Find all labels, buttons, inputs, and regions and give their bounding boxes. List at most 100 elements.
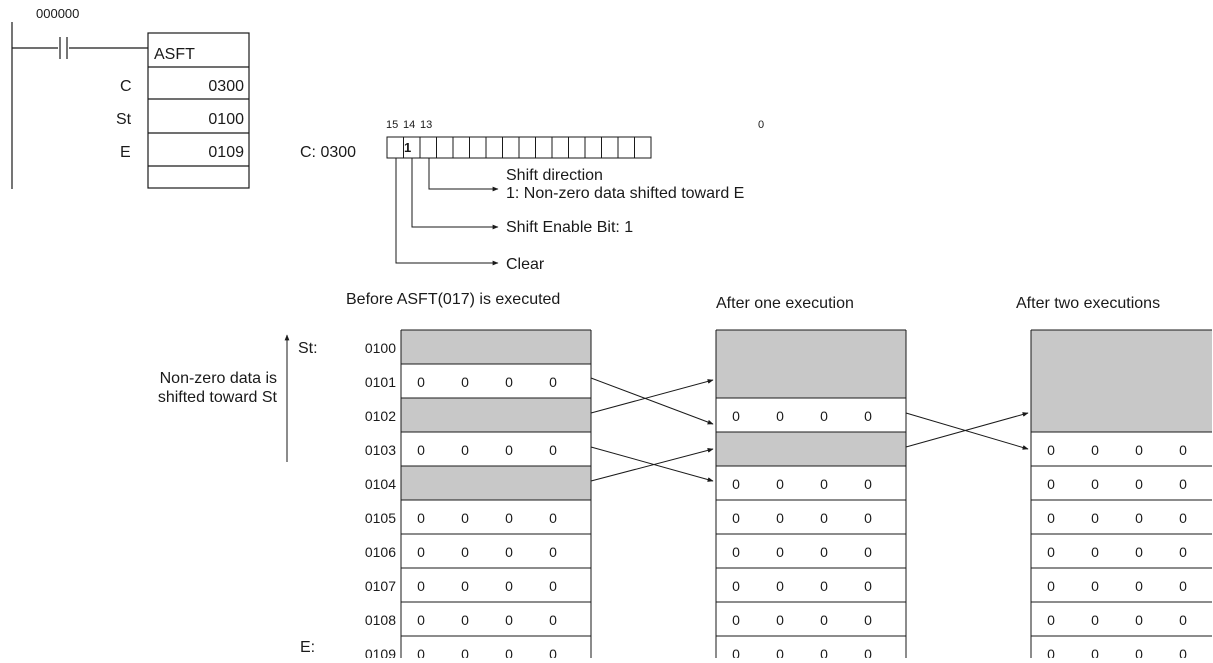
address-label: 0100 bbox=[365, 340, 396, 356]
shaded-row bbox=[716, 432, 906, 466]
shaded-row bbox=[1031, 398, 1212, 432]
cell-value: 0 bbox=[549, 578, 557, 594]
cell-value: 0 bbox=[776, 612, 784, 628]
cell-value: 0 bbox=[505, 374, 513, 390]
address-label: 0105 bbox=[365, 510, 396, 526]
bit-number-15: 15 bbox=[386, 119, 398, 131]
cell-value: 0 bbox=[820, 544, 828, 560]
address-label: 0104 bbox=[365, 476, 396, 492]
cell-value: 0 bbox=[417, 442, 425, 458]
table-title-before: Before ASFT(017) is executed bbox=[346, 291, 560, 308]
contact-address: 000000 bbox=[36, 6, 79, 21]
address-label: 0109 bbox=[365, 646, 396, 658]
table-title-after-one: After one execution bbox=[716, 295, 854, 312]
cell-value: 0 bbox=[1091, 612, 1099, 628]
cell-value: 0 bbox=[1179, 578, 1187, 594]
callout-shift-direction: Shift direction bbox=[506, 167, 603, 184]
shaded-row bbox=[401, 398, 591, 432]
cell-value: 0 bbox=[505, 510, 513, 526]
bit14-value: 1 bbox=[404, 140, 411, 155]
cell-value: 0 bbox=[1135, 544, 1143, 560]
bit-cell-2 bbox=[601, 136, 619, 159]
cell-value: 0 bbox=[1047, 476, 1055, 492]
cell-value: 0 bbox=[1179, 442, 1187, 458]
cell-value: 0 bbox=[776, 578, 784, 594]
cell-value: 0 bbox=[549, 544, 557, 560]
cell-value: 0 bbox=[461, 578, 469, 594]
bit-cell-7 bbox=[518, 136, 536, 159]
callout-clear: Clear bbox=[506, 256, 545, 273]
cell-value: 0 bbox=[549, 646, 557, 658]
bit-cell-12 bbox=[436, 136, 454, 159]
bit-cell-8 bbox=[502, 136, 520, 159]
operand-e-label: E bbox=[120, 144, 131, 161]
shaded-row bbox=[401, 330, 591, 364]
cell-value: 0 bbox=[732, 408, 740, 424]
address-label: 0107 bbox=[365, 578, 396, 594]
bit-cell-4 bbox=[568, 136, 586, 159]
ladder-diagram: 000000 ASFT 0300 0100 0109 C St E bbox=[11, 6, 250, 189]
cell-value: 0 bbox=[1047, 510, 1055, 526]
cell-value: 0 bbox=[1135, 646, 1143, 658]
cell-value: 0 bbox=[864, 408, 872, 424]
bit-cell-15 bbox=[386, 136, 404, 159]
cell-value: 0 bbox=[732, 544, 740, 560]
cell-value: 0 bbox=[1091, 510, 1099, 526]
address-label: 0102 bbox=[365, 408, 396, 424]
bit-number-14: 14 bbox=[403, 119, 415, 131]
cell-value: 0 bbox=[864, 510, 872, 526]
cell-value: 0 bbox=[1047, 578, 1055, 594]
bit-cell-1 bbox=[617, 136, 635, 159]
cell-value: 0 bbox=[505, 442, 513, 458]
cell-value: 0 bbox=[1091, 646, 1099, 658]
cell-value: 0 bbox=[417, 612, 425, 628]
cell-value: 0 bbox=[820, 646, 828, 658]
cell-value: 0 bbox=[820, 578, 828, 594]
cell-value: 0 bbox=[732, 578, 740, 594]
cell-value: 0 bbox=[776, 544, 784, 560]
note-line-2: shifted toward St bbox=[158, 389, 278, 406]
bit-number-0: 0 bbox=[758, 119, 764, 131]
address-label: 0101 bbox=[365, 374, 396, 390]
cell-value: 0 bbox=[732, 510, 740, 526]
cell-value: 0 bbox=[1179, 544, 1187, 560]
asft-instruction-block: ASFT 0300 0100 0109 bbox=[147, 32, 250, 189]
address-label: 0106 bbox=[365, 544, 396, 560]
cell-value: 0 bbox=[461, 544, 469, 560]
st-label: St: bbox=[298, 340, 318, 357]
cell-value: 0 bbox=[461, 510, 469, 526]
note-line-1: Non-zero data is bbox=[160, 370, 277, 387]
cell-value: 0 bbox=[1091, 544, 1099, 560]
shift-note: Non-zero data is shifted toward St St: E… bbox=[158, 334, 318, 656]
cell-value: 0 bbox=[549, 612, 557, 628]
bit-cells bbox=[386, 136, 652, 159]
shaded-row bbox=[401, 466, 591, 500]
cell-value: 0 bbox=[864, 646, 872, 658]
instruction-name: ASFT bbox=[154, 46, 195, 63]
cell-value: 0 bbox=[417, 578, 425, 594]
cell-value: 0 bbox=[505, 612, 513, 628]
cell-value: 0 bbox=[549, 442, 557, 458]
bit-cell-13 bbox=[419, 136, 437, 159]
bit-cell-0 bbox=[634, 136, 652, 159]
cell-value: 0 bbox=[864, 578, 872, 594]
cell-value: 0 bbox=[732, 612, 740, 628]
operand-st-value: 0100 bbox=[208, 111, 244, 128]
callout-lines bbox=[395, 158, 499, 266]
cell-value: 0 bbox=[820, 408, 828, 424]
control-word: C: 0300 15 14 13 0 1 Shift direction 1: … bbox=[300, 119, 764, 273]
control-word-label: C: 0300 bbox=[300, 144, 356, 161]
operand-st-label: St bbox=[116, 111, 132, 128]
e-label: E: bbox=[300, 639, 315, 656]
bit-cell-5 bbox=[551, 136, 569, 159]
cell-value: 0 bbox=[1047, 646, 1055, 658]
cell-value: 0 bbox=[461, 612, 469, 628]
cell-value: 0 bbox=[1179, 646, 1187, 658]
callout-shift-direction-detail: 1: Non-zero data shifted toward E bbox=[506, 185, 744, 202]
cell-value: 0 bbox=[461, 646, 469, 658]
cell-value: 0 bbox=[776, 408, 784, 424]
cell-value: 0 bbox=[505, 544, 513, 560]
